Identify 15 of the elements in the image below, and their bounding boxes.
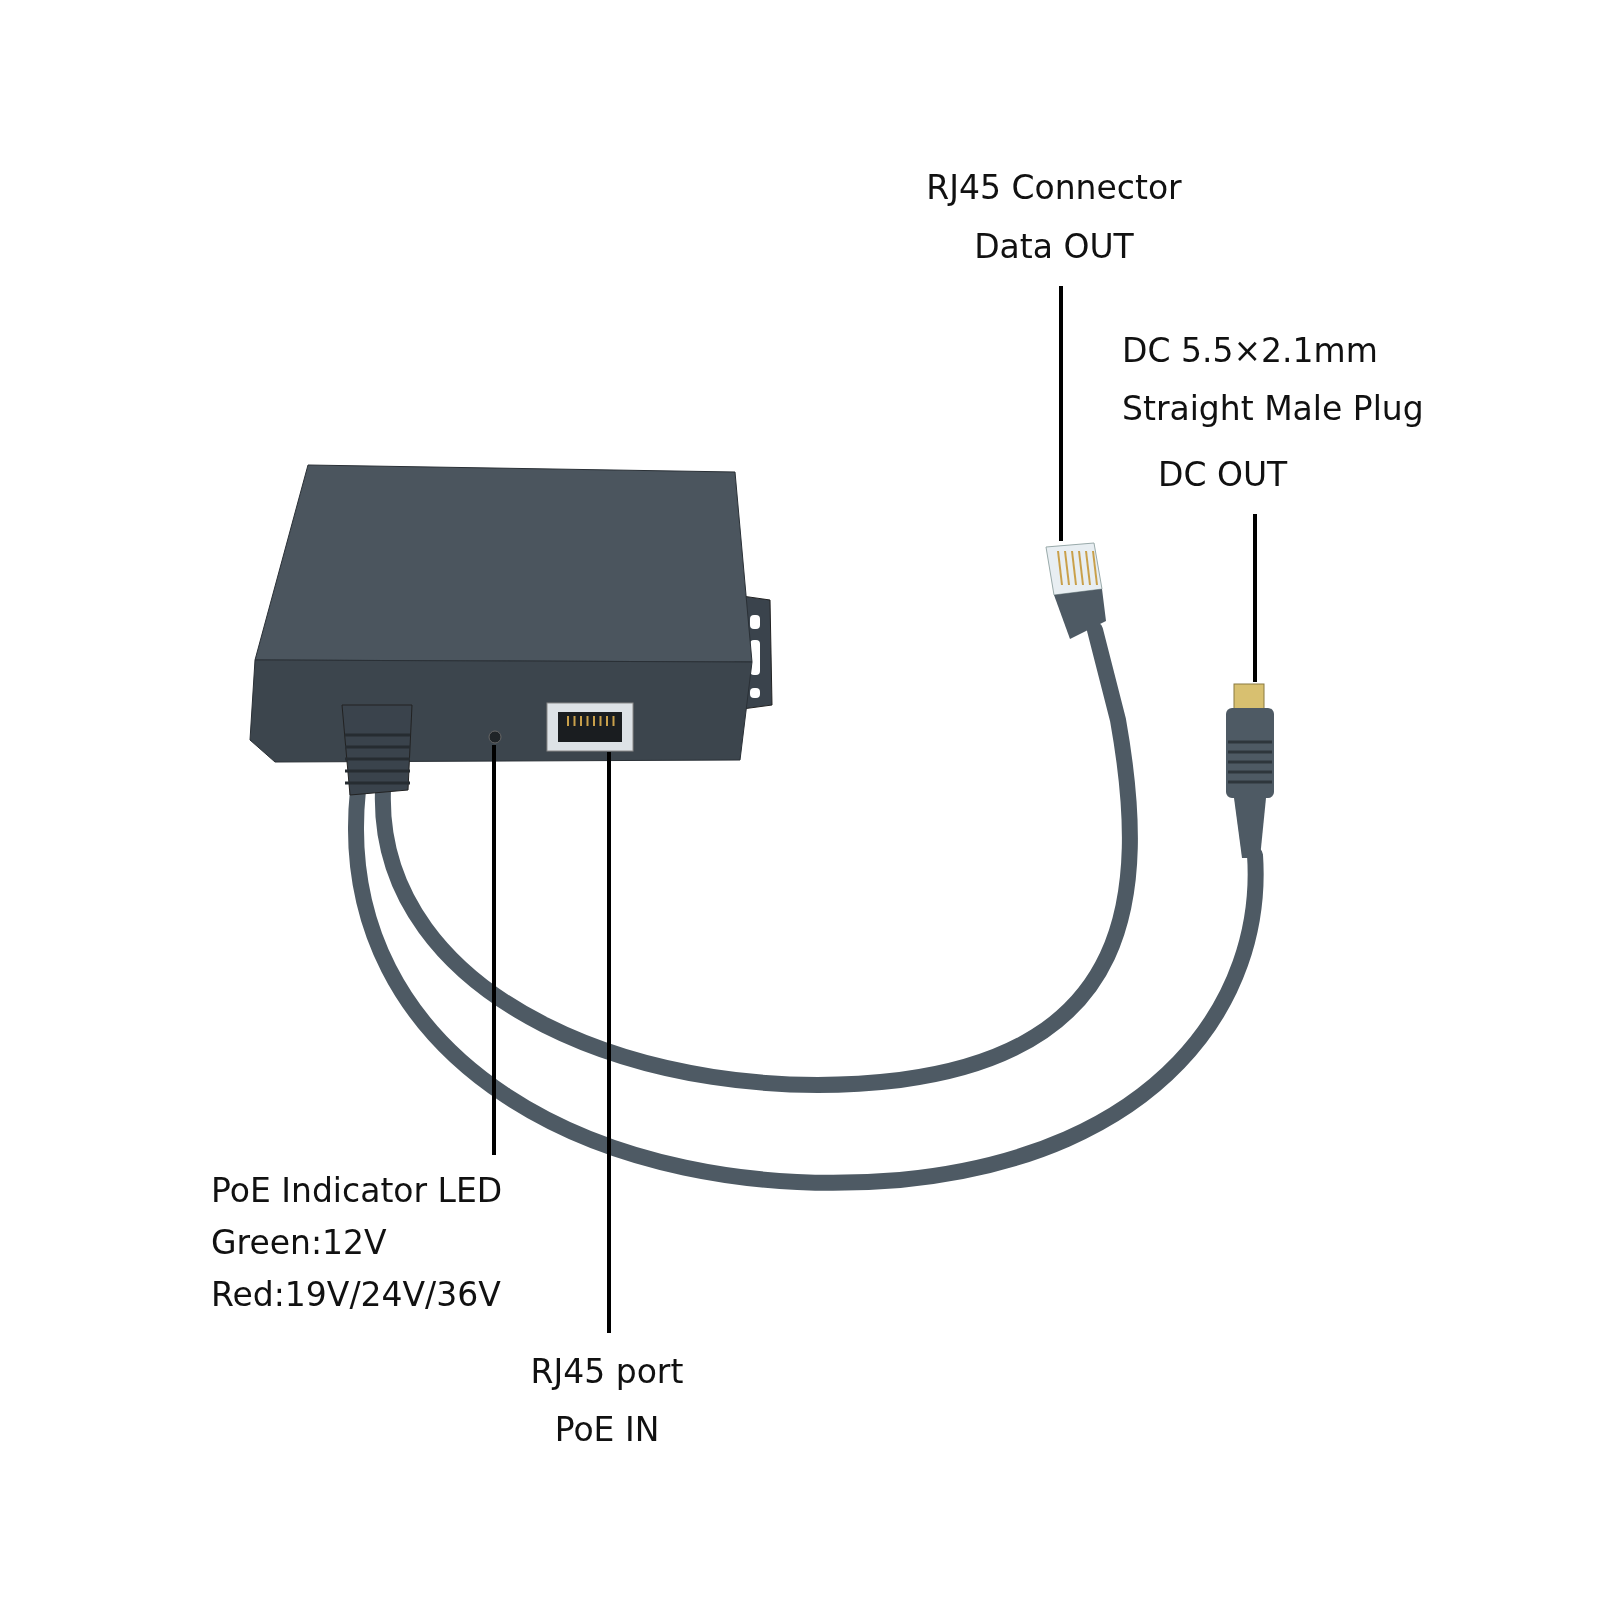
indicator-led: [487, 729, 503, 745]
leader-line: [607, 752, 611, 1333]
callout-text: RJ45 port: [529, 1351, 685, 1393]
leader-line: [1059, 286, 1063, 541]
leader-line: [492, 745, 496, 1155]
callout-text: RJ45 Connector: [925, 167, 1183, 209]
callout-text: Red:19V/24V/36V: [211, 1274, 502, 1316]
callout-text: PoE IN: [553, 1409, 661, 1451]
callout-text: DC OUT: [1157, 454, 1289, 496]
connector-drawing: [546, 702, 634, 752]
callout-text: PoE Indicator LED: [211, 1170, 504, 1212]
leader-line: [1253, 514, 1257, 682]
callout-text: Green:12V: [211, 1222, 388, 1264]
callout-text: DC 5.5×2.1mm Straight Male Plug: [1122, 330, 1425, 430]
callout-text: Data OUT: [973, 226, 1135, 268]
